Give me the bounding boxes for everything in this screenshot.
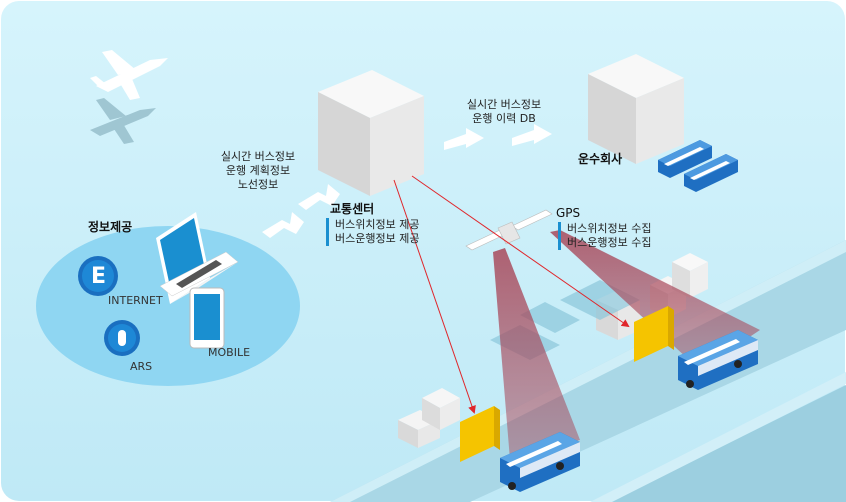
gps-collects-item: 버스운행정보 수집 — [567, 236, 652, 249]
traffic-center-building — [318, 70, 424, 196]
bus-stop-sign-icon — [460, 406, 500, 462]
ars-phone-icon — [104, 320, 140, 356]
gps-beams — [493, 230, 760, 460]
gps-label: GPS — [556, 206, 581, 220]
flow-to-provide-line-1: 실시간 버스정보 — [220, 150, 296, 163]
bus-icon — [500, 432, 580, 492]
transit-company-label: 운수회사 — [578, 152, 623, 166]
transit-company-building — [588, 54, 684, 164]
signal-lines — [393, 175, 630, 414]
internet-label: INTERNET — [108, 294, 163, 307]
internet-e-icon — [78, 256, 118, 296]
flow-to-company-line-1: 실시간 버스정보 — [466, 98, 542, 111]
bus-stop-sign-icon-2 — [634, 306, 674, 362]
flow-to-provide-line-3: 노선정보 — [237, 178, 279, 191]
internet-e-letter: E — [91, 264, 107, 289]
info-provide-label: 정보제공 — [88, 220, 133, 234]
airplane-icon — [90, 50, 168, 100]
center-provides-item: 버스운행정보 제공 — [335, 232, 420, 245]
gps-satellite-icon — [465, 209, 553, 251]
parked-bus-icon-2 — [684, 154, 738, 192]
traffic-center-label: 교통센터 — [330, 202, 375, 216]
parked-bus-icon — [658, 140, 712, 178]
laptop-icon — [156, 212, 239, 304]
flow-to-provide-line-2: 운행 계획정보 — [225, 164, 291, 177]
building-cluster-left — [398, 388, 460, 448]
flow-arrows-to-provide — [262, 184, 340, 238]
flow-to-company-text: 실시간 버스정보 운행 이력 DB — [452, 98, 556, 126]
mobile-phone-icon — [189, 287, 225, 349]
center-provides-item: 버스위치정보 제공 — [335, 218, 420, 231]
airplane-shadow-icon — [90, 98, 156, 144]
road — [330, 240, 846, 502]
mobile-label: MOBILE — [208, 346, 251, 359]
flow-to-company-line-2: 운행 이력 DB — [472, 112, 536, 125]
flow-to-provide-text: 실시간 버스정보 운행 계획정보 노선정보 — [210, 150, 306, 192]
bus-icon-2 — [678, 330, 758, 390]
center-provides-list: 버스위치정보 제공 버스운행정보 제공 — [326, 218, 419, 246]
gps-collects-item: 버스위치정보 수집 — [567, 222, 652, 235]
ars-label: ARS — [130, 360, 153, 373]
flow-arrows-to-company — [444, 124, 552, 150]
gps-collects-list: 버스위치정보 수집 버스운행정보 수집 — [558, 222, 651, 250]
